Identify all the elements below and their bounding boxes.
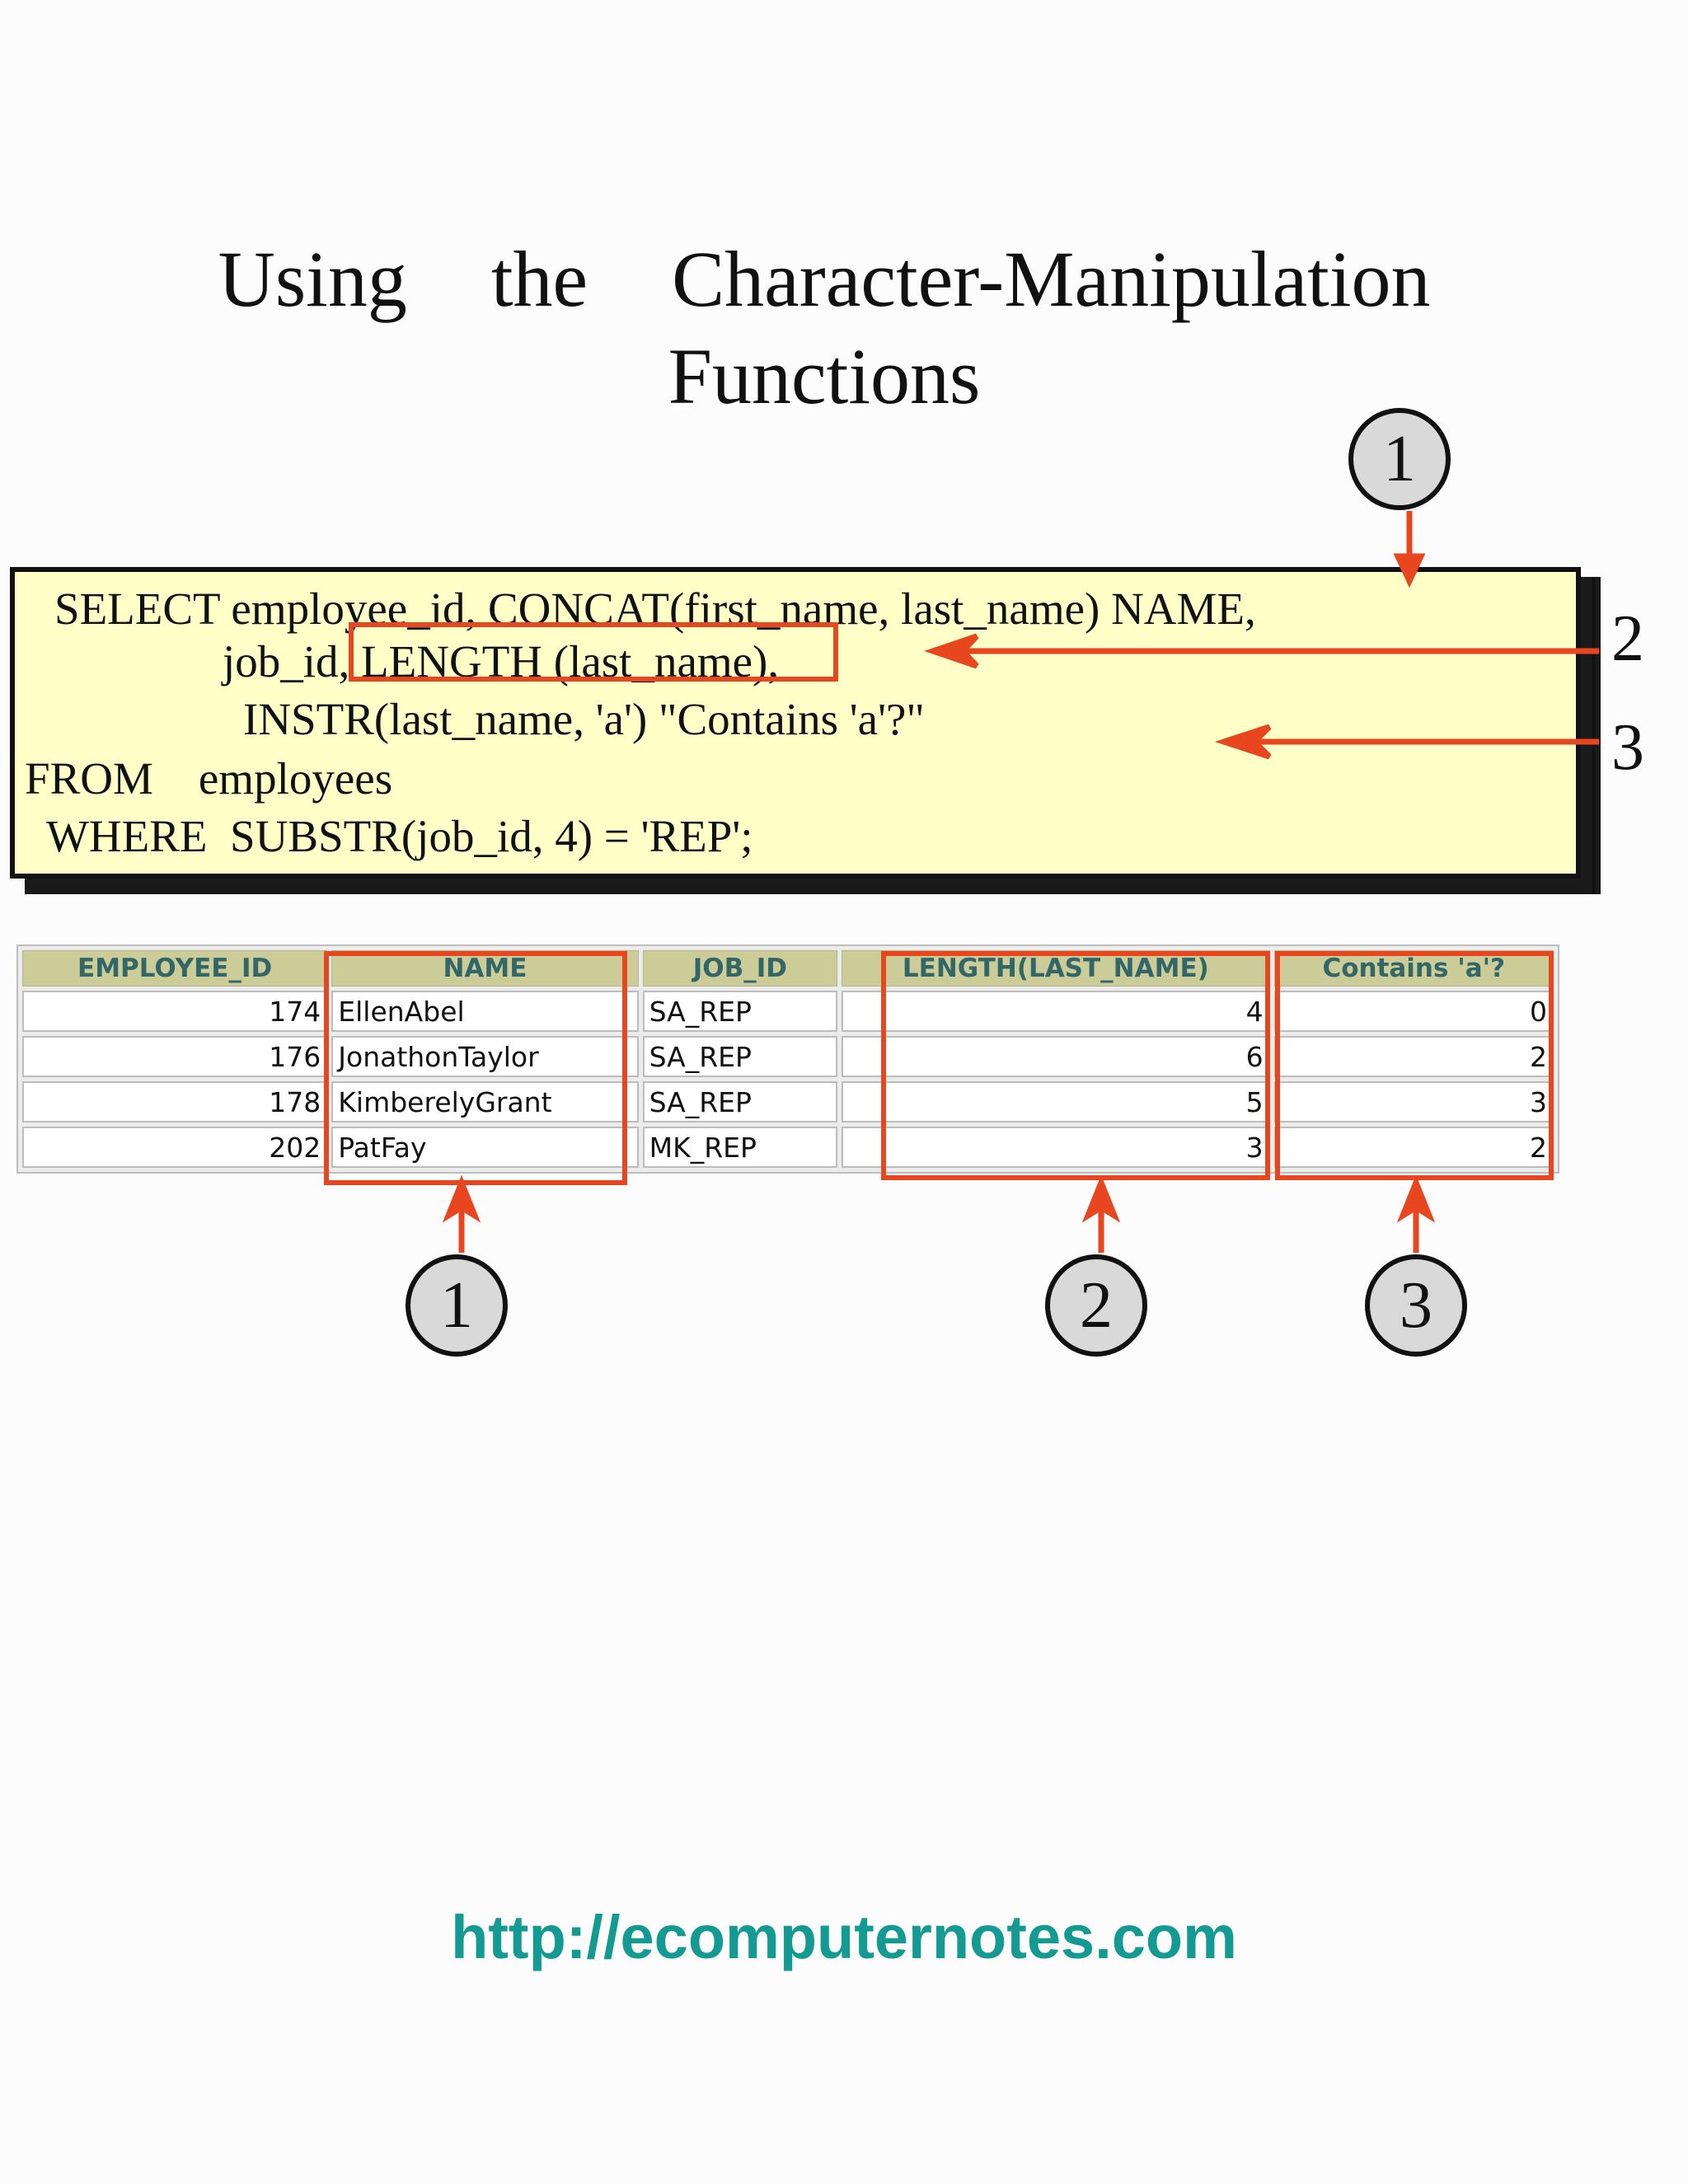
header-job-id: JOB_ID: [642, 950, 838, 987]
arrowhead-bottom-1: [442, 1174, 481, 1223]
header-length-last-name: LENGTH(LAST_NAME): [842, 950, 1270, 987]
cell-contains: 3: [1273, 1081, 1554, 1122]
sql-line-5: WHERE SUBSTR(job_id, 4) = 'REP';: [46, 811, 753, 861]
cell-job-id: SA_REP: [642, 1081, 838, 1122]
sql-code-box: [10, 567, 1581, 879]
header-employee-id: EMPLOYEE_ID: [22, 950, 328, 987]
callout-bottom-2: 2: [1045, 1254, 1147, 1357]
table-row: 174 EllenAbel SA_REP 4 0: [22, 991, 1554, 1032]
table-row: 176 JonathonTaylor SA_REP 6 2: [22, 1036, 1554, 1077]
cell-length: 6: [842, 1036, 1270, 1077]
sql-line-4: FROM employees: [25, 753, 393, 804]
title-line-2: Functions: [668, 332, 981, 420]
table-row: 178 KimberelyGrant SA_REP 5 3: [22, 1081, 1554, 1122]
arrowhead-side-2: [924, 633, 979, 669]
cell-employee-id: 178: [22, 1081, 328, 1122]
callout-bottom-3: 3: [1365, 1254, 1467, 1357]
footer-url: http://ecomputernotes.com: [451, 1903, 1237, 1971]
title-line-1: Using the Character-Manipulation: [218, 235, 1431, 323]
arrowhead-bottom-2: [1081, 1174, 1121, 1223]
contains-column-highlight: [1275, 951, 1554, 1180]
cell-name: PatFay: [331, 1127, 639, 1168]
arrowhead-top: [1393, 553, 1426, 588]
cell-length: 3: [842, 1127, 1270, 1168]
header-contains-a: Contains 'a'?: [1273, 950, 1554, 987]
name-column-highlight: [324, 951, 627, 1185]
cell-job-id: SA_REP: [642, 1036, 838, 1077]
cell-job-id: MK_REP: [642, 1127, 838, 1168]
page-title: Using the Character-Manipulation Functio…: [0, 231, 1648, 425]
cell-contains: 0: [1273, 991, 1554, 1032]
table-header-row: EMPLOYEE_ID NAME JOB_ID LENGTH(LAST_NAME…: [22, 950, 1554, 987]
cell-employee-id: 202: [22, 1127, 328, 1168]
length-highlight-box: [349, 622, 838, 682]
arrowhead-bottom-3: [1396, 1174, 1436, 1223]
table-row: 202 PatFay MK_REP 3 2: [22, 1127, 1554, 1168]
cell-name: EllenAbel: [331, 991, 639, 1032]
callout-top-1: 1: [1348, 408, 1451, 510]
cell-employee-id: 174: [22, 991, 328, 1032]
query-result-table: EMPLOYEE_ID NAME JOB_ID LENGTH(LAST_NAME…: [16, 944, 1559, 1174]
cell-length: 5: [842, 1081, 1270, 1122]
side-number-2: 2: [1611, 602, 1644, 675]
callout-bottom-1: 1: [406, 1254, 508, 1357]
cell-contains: 2: [1273, 1036, 1554, 1077]
cell-name: KimberelyGrant: [331, 1081, 639, 1122]
code-box-side-rule: [1592, 577, 1595, 894]
side-number-3: 3: [1611, 711, 1644, 784]
length-column-highlight: [881, 951, 1270, 1180]
cell-employee-id: 176: [22, 1036, 328, 1077]
header-name: NAME: [331, 950, 639, 987]
cell-length: 4: [842, 991, 1270, 1032]
cell-job-id: SA_REP: [642, 991, 838, 1032]
arrowhead-side-3: [1214, 724, 1272, 760]
cell-name: JonathonTaylor: [331, 1036, 639, 1077]
cell-contains: 2: [1273, 1127, 1554, 1168]
sql-line-3: INSTR(last_name, 'a') "Contains 'a'?": [243, 694, 925, 744]
